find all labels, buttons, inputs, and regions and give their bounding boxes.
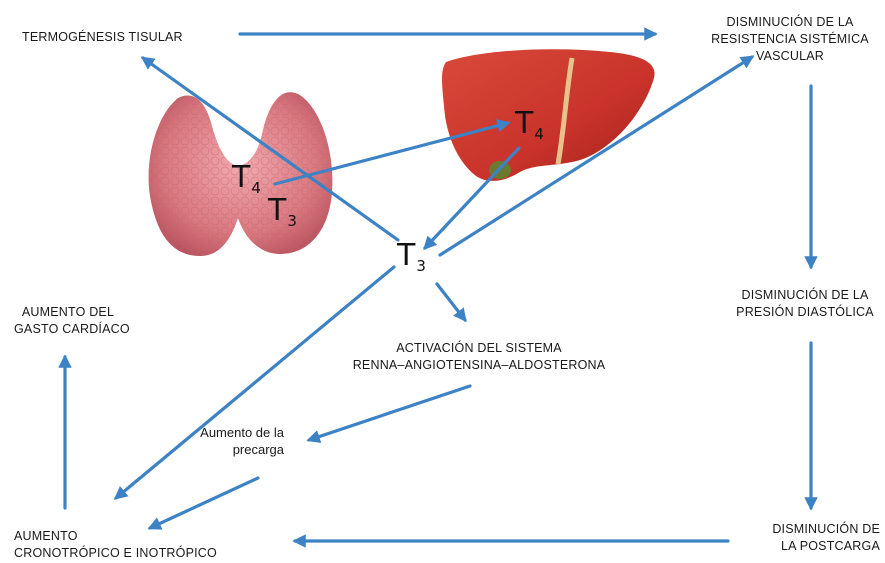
center-t3-letter: T — [397, 238, 415, 273]
liver-t4-sub: 4 — [534, 125, 544, 143]
node-renina: ACTIVACIÓN DEL SISTEMA RENNA–ANGIOTENSIN… — [334, 340, 624, 374]
node-precarga: Aumento de la precarga — [160, 424, 284, 458]
resistencia-line3: VASCULAR — [700, 48, 880, 65]
gasto-line1: AUMENTO DEL — [14, 304, 122, 321]
arrow-precarga-to-cronotropico — [150, 478, 258, 528]
precarga-line2: precarga — [160, 441, 284, 458]
cronotropico-line1: AUMENTO — [14, 528, 217, 545]
thyroid-t4-label: T4 — [232, 160, 261, 195]
center-t3-label: T3 — [397, 238, 426, 273]
arrow-t3-to-resistencia — [440, 57, 752, 255]
postcarga-line2: LA POSTCARGA — [772, 538, 880, 555]
thyroid-t3-sub: 3 — [287, 212, 297, 230]
thyroid-t3-letter: T — [268, 193, 286, 228]
gasto-line2: GASTO CARDÍACO — [14, 321, 122, 338]
arrow-thyroid-t4-to-liver-t4 — [275, 123, 508, 184]
cronotropico-line2: CRONOTRÓPICO E INOTRÓPICO — [14, 545, 217, 562]
node-termogenesis: TERMOGÉNESIS TISULAR — [22, 29, 183, 46]
presion-line1: DISMINUCIÓN DE LA — [727, 287, 883, 304]
thyroid-t4-sub: 4 — [251, 179, 261, 197]
renina-line1: ACTIVACIÓN DEL SISTEMA — [334, 340, 624, 357]
presion-line2: PRESIÓN DIASTÓLICA — [727, 304, 883, 321]
thyroid-t3-label: T3 — [268, 193, 297, 228]
node-presion: DISMINUCIÓN DE LA PRESIÓN DIASTÓLICA — [727, 287, 883, 321]
node-gasto: AUMENTO DEL GASTO CARDÍACO — [14, 304, 122, 338]
postcarga-line1: DISMINUCIÓN DE — [772, 521, 880, 538]
renina-line2: RENNA–ANGIOTENSINA–ALDOSTERONA — [334, 357, 624, 374]
node-postcarga: DISMINUCIÓN DE LA POSTCARGA — [772, 521, 880, 555]
arrow-t3-to-renina — [437, 284, 465, 320]
center-t3-sub: 3 — [416, 257, 426, 275]
node-cronotropico: AUMENTO CRONOTRÓPICO E INOTRÓPICO — [14, 528, 217, 562]
precarga-line1: Aumento de la — [160, 424, 284, 441]
liver-t4-label: T4 — [515, 106, 544, 141]
node-resistencia: DISMINUCIÓN DE LA RESISTENCIA SISTÉMICA … — [700, 14, 880, 65]
resistencia-line2: RESISTENCIA SISTÉMICA — [700, 31, 880, 48]
thyroid-t4-letter: T — [232, 160, 250, 195]
resistencia-line1: DISMINUCIÓN DE LA — [700, 14, 880, 31]
arrow-t3-to-cronotropico — [116, 267, 394, 498]
termogenesis-line1: TERMOGÉNESIS TISULAR — [22, 29, 183, 46]
liver-t4-letter: T — [515, 106, 533, 141]
arrow-renina-to-precarga — [309, 386, 470, 440]
